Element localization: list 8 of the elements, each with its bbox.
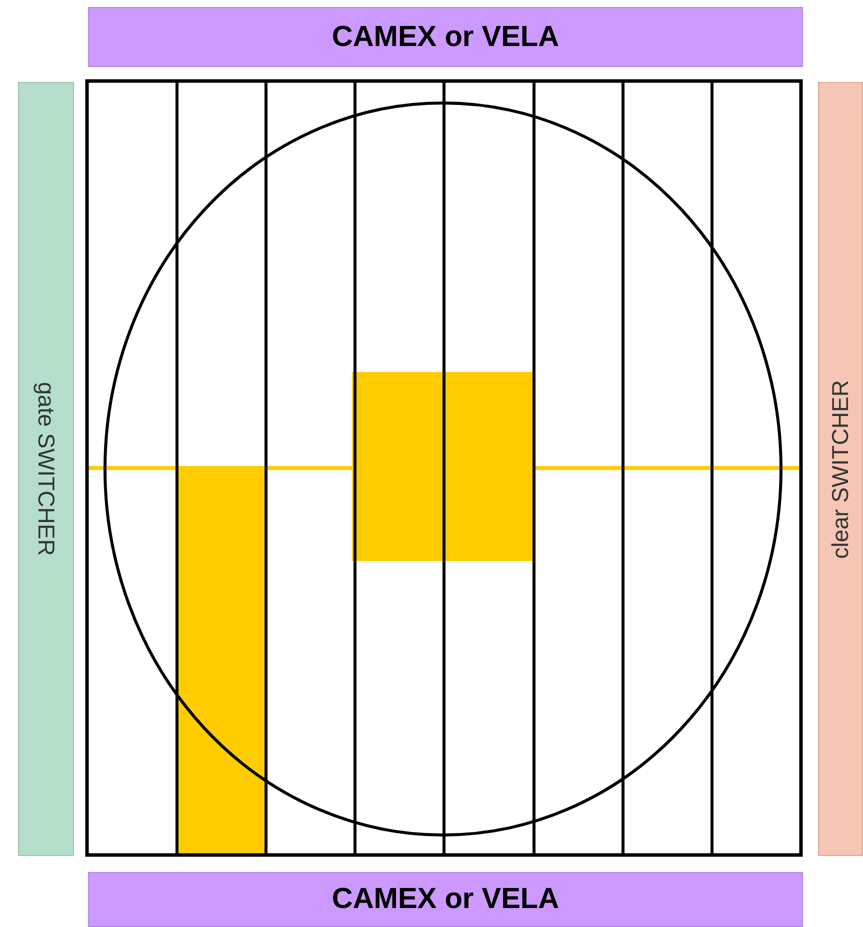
bar-label: CAMEX or VELA xyxy=(332,20,560,54)
bar-label: clear SWITCHER xyxy=(827,380,854,558)
bar-label: gate SWITCHER xyxy=(32,382,60,556)
chip-bar xyxy=(88,872,803,927)
bar-label: CAMEX or VELA xyxy=(332,883,560,916)
switcher-bar xyxy=(818,82,863,856)
switcher-bar xyxy=(18,82,74,856)
chip-bar xyxy=(88,7,803,67)
